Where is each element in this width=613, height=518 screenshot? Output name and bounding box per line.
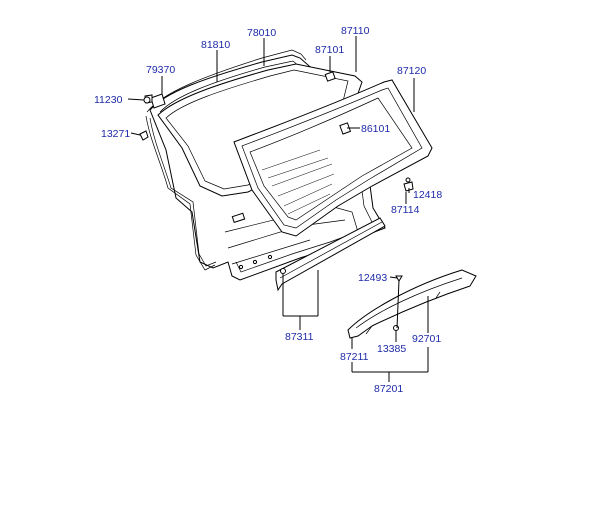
callout-87114: 87114 [391, 204, 420, 216]
callout-13271: 13271 [101, 128, 130, 140]
callout-79370: 79370 [146, 64, 175, 76]
leader-lines [127, 36, 429, 382]
rear-spoiler [347, 269, 477, 339]
callout-87201: 87201 [374, 383, 403, 395]
fasteners [139, 71, 414, 331]
callout-81810: 81810 [201, 39, 230, 51]
back-glass [157, 63, 363, 197]
callout-13385: 13385 [377, 343, 406, 355]
callout-labels: 78010 81810 87110 87101 79370 87120 1123… [94, 25, 442, 395]
callout-87110: 87110 [341, 25, 370, 37]
callout-87101: 87101 [315, 44, 344, 56]
callout-11230: 11230 [94, 94, 123, 106]
callout-87211: 87211 [340, 351, 369, 363]
callout-12418: 12418 [413, 189, 442, 201]
callout-86101: 86101 [361, 123, 390, 135]
callout-87311: 87311 [285, 331, 314, 343]
glass-moulding [233, 79, 433, 237]
garnish-strip [275, 217, 386, 292]
callout-87120: 87120 [397, 65, 426, 77]
callout-12493: 12493 [358, 272, 387, 284]
callout-92701: 92701 [412, 333, 441, 345]
callout-78010: 78010 [247, 27, 276, 39]
